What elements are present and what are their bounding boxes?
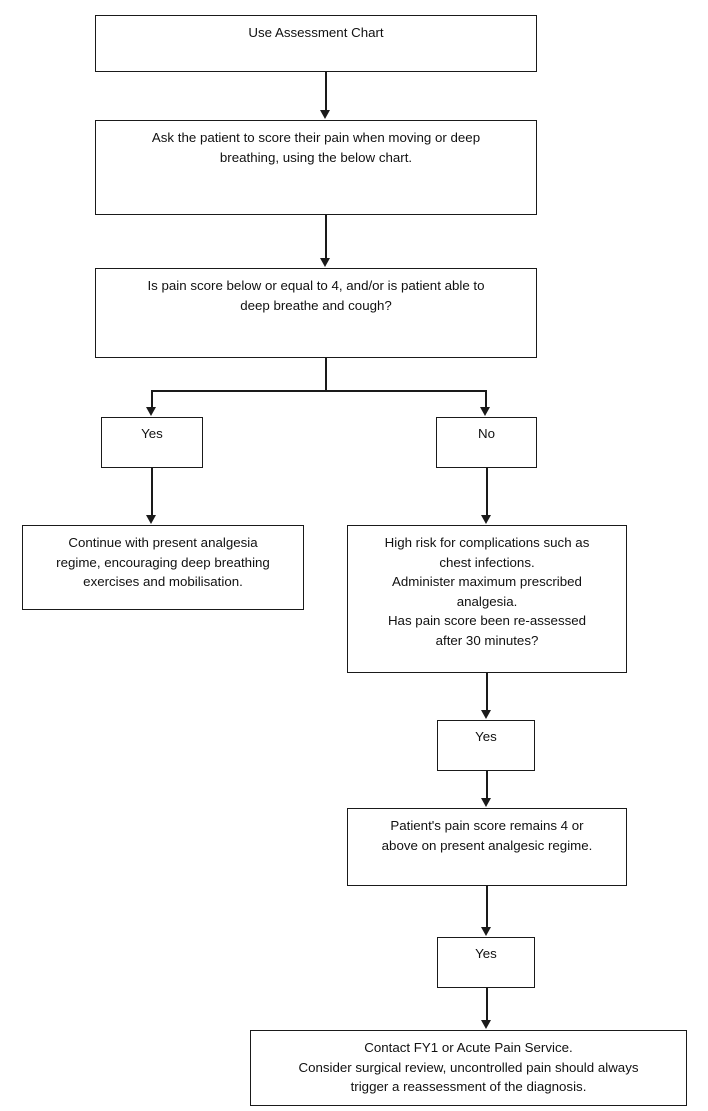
connector-highrisk-to-yes xyxy=(486,673,488,710)
arrowhead-remains-yes xyxy=(481,927,492,936)
connector-no-to-highrisk xyxy=(486,468,488,515)
connector-yes-to-continue xyxy=(151,468,153,515)
connector-yes-to-painremains xyxy=(486,771,488,798)
node-branch-no: No xyxy=(436,417,537,468)
node-ask-patient: Ask the patient to score their pain when… xyxy=(95,120,537,215)
connector-start-to-ask xyxy=(325,72,327,110)
arrowhead-continue-analgesia xyxy=(146,515,157,524)
connector-painremains-to-yes xyxy=(486,886,488,927)
arrowhead-ask-patient xyxy=(320,110,331,119)
arrowhead-decision xyxy=(320,258,331,267)
connector-decision-down xyxy=(325,358,327,390)
connector-branch-left xyxy=(151,390,153,407)
node-reassessed-yes: Yes xyxy=(437,720,535,771)
arrowhead-high-risk xyxy=(481,515,492,524)
arrowhead-reassessed-yes xyxy=(481,710,492,719)
arrowhead-pain-remains xyxy=(481,798,492,807)
connector-branch-right xyxy=(485,390,487,407)
node-continue-analgesia: Continue with present analgesia regime, … xyxy=(22,525,304,610)
node-decision-pain-score: Is pain score below or equal to 4, and/o… xyxy=(95,268,537,358)
node-remains-yes: Yes xyxy=(437,937,535,988)
node-use-assessment-chart: Use Assessment Chart xyxy=(95,15,537,72)
connector-branch-horizontal xyxy=(151,390,486,392)
arrowhead-contact-fy1 xyxy=(481,1020,492,1029)
connector-ask-to-decision xyxy=(325,215,327,258)
arrowhead-branch-yes xyxy=(146,407,157,416)
connector-yes-to-contact xyxy=(486,988,488,1020)
node-branch-yes: Yes xyxy=(101,417,203,468)
node-pain-remains: Patient's pain score remains 4 or above … xyxy=(347,808,627,886)
arrowhead-branch-no xyxy=(480,407,491,416)
node-contact-fy1: Contact FY1 or Acute Pain Service. Consi… xyxy=(250,1030,687,1106)
node-high-risk: High risk for complications such as ches… xyxy=(347,525,627,673)
